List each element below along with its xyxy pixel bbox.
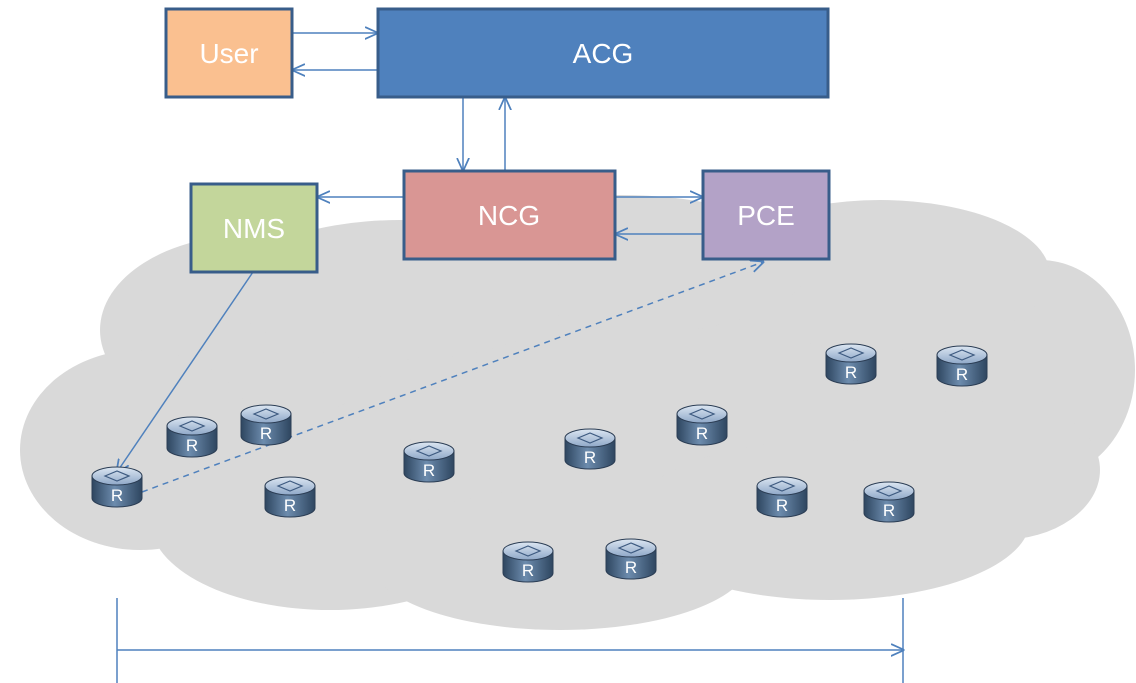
acg-box: ACG <box>376 7 830 99</box>
router-icon: R <box>91 466 143 508</box>
bottom-span-bar <box>116 598 903 683</box>
router-letter: R <box>776 496 788 515</box>
router-icon: R <box>502 541 554 583</box>
nms-label: NMS <box>223 213 285 244</box>
router-letter: R <box>584 448 596 467</box>
router-letter: R <box>111 486 123 505</box>
pce-box: PCE <box>701 169 831 261</box>
router-icon: R <box>264 476 316 518</box>
router-icon: R <box>166 416 218 458</box>
router-letter: R <box>845 363 857 382</box>
router-letter: R <box>284 496 296 515</box>
router-icon: R <box>863 481 915 523</box>
nms-box-rect <box>189 182 319 274</box>
ncg-box: NCG <box>402 169 617 261</box>
router-icon: R <box>605 538 657 580</box>
router-icon: R <box>403 441 455 483</box>
acg-box-rect <box>376 7 830 99</box>
router-icon: R <box>564 428 616 470</box>
router-icon: R <box>676 404 728 446</box>
router-letter: R <box>260 424 272 443</box>
router-letter: R <box>696 424 708 443</box>
ncg-box-rect <box>402 169 617 261</box>
nms-to-router-arrow <box>117 271 254 472</box>
router-icon: R <box>240 404 292 446</box>
router-letter: R <box>186 436 198 455</box>
ncg-label: NCG <box>478 200 540 231</box>
pce-label: PCE <box>737 200 795 231</box>
pce-box-rect <box>701 169 831 261</box>
router-icon: R <box>825 343 877 385</box>
user-label: User <box>199 38 258 69</box>
router-letter: R <box>522 561 534 580</box>
user-box-rect <box>164 7 294 99</box>
router-to-pce-dashed-arrow <box>141 262 763 493</box>
nms-box: NMS <box>189 182 319 274</box>
router-letter: R <box>883 501 895 520</box>
user-box: User <box>164 7 294 99</box>
acg-label: ACG <box>573 38 634 69</box>
router-letter: R <box>423 461 435 480</box>
router-letter: R <box>956 365 968 384</box>
router-group: R R R R R R R R R R R R R <box>91 343 988 583</box>
router-icon: R <box>936 345 988 387</box>
router-letter: R <box>625 558 637 577</box>
router-icon: R <box>756 476 808 518</box>
